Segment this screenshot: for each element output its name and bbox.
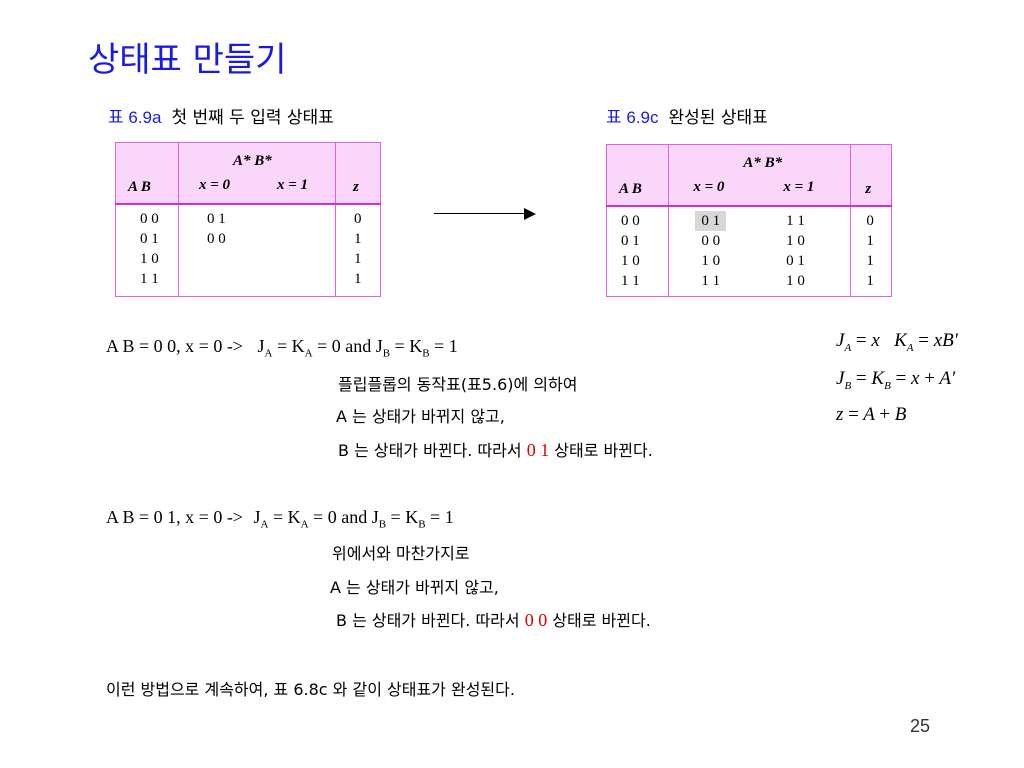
table-c-z-column: 0 1 1 1: [850, 206, 892, 297]
table-c-header-ab-cell: A B: [605, 144, 670, 207]
table-c-header-z: z: [865, 181, 872, 197]
table-a-header-next: A* B*: [233, 153, 272, 169]
conclusion-text: 이런 방법으로 계속하여, 표 6.8c 와 같이 상태표가 완성된다.: [106, 680, 515, 699]
table-a-z-cell: 1: [354, 231, 362, 247]
table-c-z-cell: 1: [866, 273, 874, 289]
table-c-z-cell: 0: [866, 213, 874, 229]
arrow-right-icon: [434, 213, 526, 214]
arrow-head-icon: [524, 208, 536, 220]
table-c-header-row: A B A* B* x = 0 x = 1 z: [605, 144, 892, 207]
equation-z: z = A + B: [836, 404, 907, 425]
table-a-caption-number: 표 6.9a: [108, 108, 162, 127]
table-c-x1-cell: 1 1: [786, 213, 805, 229]
block2-line4-post: 상태로 바뀐다.: [552, 611, 651, 630]
block2-line4: B 는 상태가 바뀐다. 따라서 0 0 상태로 바뀐다.: [336, 607, 651, 631]
block1-condition-line: A B = 0 0, x = 0 -> JA = KA = 0 and JB =…: [106, 336, 458, 360]
table-a-x0-cell: 0 1: [207, 211, 226, 227]
table-c-ab-cell: 1 1: [621, 273, 640, 289]
table-a-body-row: 0 0 0 1 1 0 1 1 0 1 0 0 0 1 1 1: [115, 204, 381, 297]
table-a-ab-cell: 0 0: [140, 211, 159, 227]
table-c-caption-label: 완성된 상태표: [668, 108, 768, 128]
block1-jk-equation: JA = KA = 0 and JB = KB = 1: [257, 336, 458, 360]
state-table-a: A B A* B* x = 0 x = 1 z 0 0 0 1 1 0 1 1 …: [115, 142, 381, 297]
block1-line4: B 는 상태가 바뀐다. 따라서 0 1 상태로 바뀐다.: [338, 437, 653, 461]
table-a-header-z-cell: z: [335, 142, 381, 205]
table-c-next-row: 1 0 0 1: [669, 251, 850, 271]
equation-jb-kb: JB = KB = x + A′: [836, 368, 956, 392]
table-a-caption-label: 첫 번째 두 입력 상태표: [171, 108, 334, 128]
table-a-header-x0: x = 0: [199, 177, 231, 193]
table-a-header-z: z: [353, 179, 359, 195]
page-number: 25: [910, 716, 931, 736]
block1-next-state-value: 0 1: [526, 440, 550, 460]
table-a-x0-cell: 0 0: [207, 231, 226, 247]
block2-jk-equation: JA = KA = 0 and JB = KB = 1: [253, 507, 454, 531]
table-c-caption: 표 6.9c 완성된 상태표: [606, 103, 768, 128]
block1-condition: A B = 0 0, x = 0 ->: [106, 336, 243, 356]
table-a-z-cell: 0: [354, 211, 362, 227]
slide-title: 상태표 만들기: [88, 40, 287, 80]
block2-condition-line: A B = 0 1, x = 0 -> JA = KA = 0 and JB =…: [106, 507, 454, 531]
block2-line3: A 는 상태가 바뀌지 않고,: [330, 578, 499, 597]
table-a-ab-cell: 1 1: [140, 271, 159, 287]
table-a-header-row: A B A* B* x = 0 x = 1 z: [115, 142, 381, 205]
table-c-x0-cell: 1 0: [701, 253, 721, 269]
table-a-ab-column: 0 0 0 1 1 0 1 1: [115, 204, 179, 297]
table-c-z-cell: 1: [866, 253, 874, 269]
table-c-header-next: A* B*: [743, 155, 783, 171]
table-c-x1-cell: 1 0: [786, 233, 805, 249]
table-c-next-row: 0 0 1 0: [669, 231, 850, 251]
block2-condition: A B = 0 1, x = 0 ->: [106, 507, 243, 527]
table-c-x0-cell: 1 1: [701, 273, 721, 289]
block1-line3: A 는 상태가 바뀌지 않고,: [336, 407, 505, 426]
table-c-header-x1: x = 1: [783, 179, 815, 195]
table-a-z-cell: 1: [354, 251, 362, 267]
table-c-caption-number: 표 6.9c: [606, 108, 659, 127]
table-a-caption: 표 6.9a 첫 번째 두 입력 상태표: [108, 103, 334, 128]
table-c-next-row: 1 1 1 0: [669, 271, 850, 291]
table-c-x0-cell: 0 0: [701, 233, 721, 249]
block2-line2: 위에서와 마찬가지로: [332, 544, 470, 563]
table-c-ab-cell: 0 1: [621, 233, 640, 249]
table-a-z-cell: 1: [354, 271, 362, 287]
table-c-header-next-cell: A* B* x = 0 x = 1: [668, 144, 852, 207]
table-c-x1-cell: 1 0: [786, 273, 805, 289]
table-c-header-x0: x = 0: [693, 179, 725, 195]
block2-line4-pre: B 는 상태가 바뀐다. 따라서: [336, 611, 520, 630]
table-c-next-column: 0 1 1 1 0 0 1 0 1 0 0 1 1 1 1 0: [668, 206, 852, 297]
table-a-header-ab-cell: A B: [115, 142, 179, 205]
table-c-next-row: 0 1 1 1: [669, 211, 850, 231]
block1-line4-pre: B 는 상태가 바뀐다. 따라서: [338, 441, 522, 460]
table-c-z-cell: 1: [866, 233, 874, 249]
table-c-ab-cell: 0 0: [621, 213, 640, 229]
block2-next-state-value: 0 0: [524, 610, 548, 630]
table-c-ab-cell: 1 0: [621, 253, 640, 269]
block1-line4-post: 상태로 바뀐다.: [554, 441, 653, 460]
table-a-header-next-cell: A* B* x = 0 x = 1: [178, 142, 336, 205]
equation-ja-ka: JA = x KA = xB′: [836, 330, 958, 354]
table-c-header-ab: A B: [619, 181, 642, 197]
table-a-header-x1: x = 1: [277, 177, 309, 193]
table-c-ab-column: 0 0 0 1 1 0 1 1: [605, 206, 670, 297]
block1-line2: 플립플롭의 동작표(표5.6)에 의하여: [338, 375, 578, 394]
table-a-z-column: 0 1 1 1: [335, 204, 381, 297]
table-a-next-column: 0 1 0 0: [178, 204, 336, 297]
table-c-x1-cell: 0 1: [786, 253, 805, 269]
state-table-c: A B A* B* x = 0 x = 1 z 0 0 0 1 1 0 1 1 …: [605, 144, 892, 297]
table-a-ab-cell: 1 0: [140, 251, 159, 267]
table-c-x0-cell-highlighted: 0 1: [695, 211, 727, 231]
table-a-header-ab: A B: [128, 179, 151, 195]
table-c-header-z-cell: z: [850, 144, 892, 207]
table-a-ab-cell: 0 1: [140, 231, 159, 247]
